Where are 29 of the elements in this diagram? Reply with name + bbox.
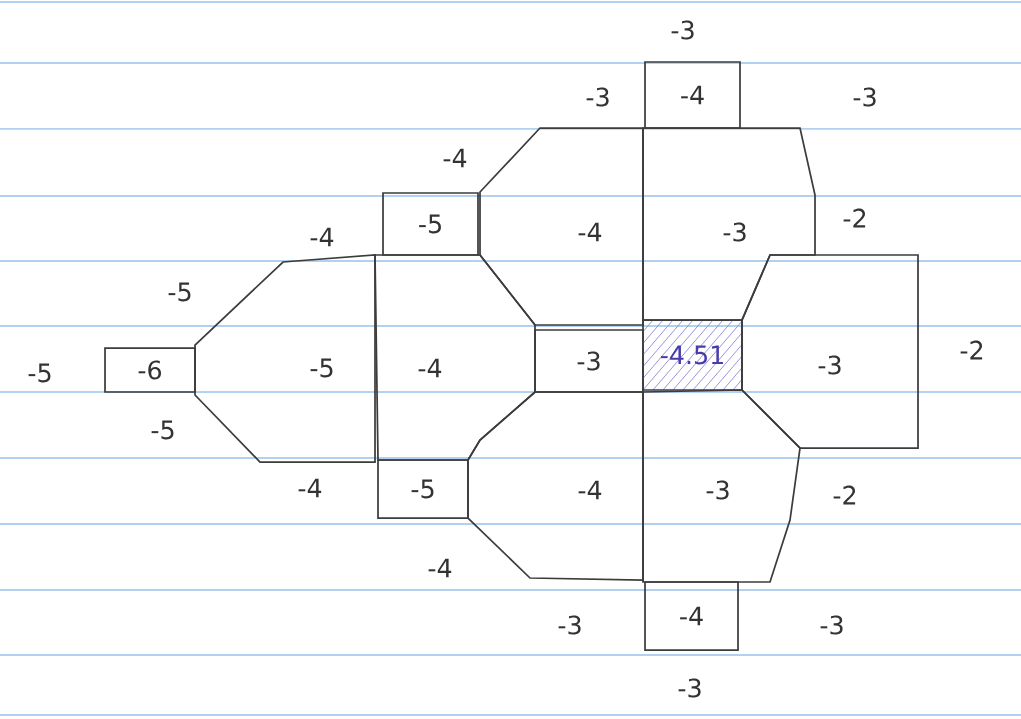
region: -3 (741, 254, 919, 449)
number-label: -4 (443, 148, 467, 168)
number-label: -3 (678, 678, 701, 698)
shaded-box: -4.51 (642, 319, 743, 391)
region: -4 (374, 254, 536, 461)
number-box: -3 (534, 329, 644, 393)
region: -3 (642, 127, 816, 321)
number-box: -5 (377, 459, 469, 519)
number-label: -3 (820, 615, 843, 635)
number-label: -5 (168, 282, 191, 302)
number-label: -3 (558, 615, 581, 635)
region: -3 (642, 389, 801, 583)
number-box: -4 (644, 61, 741, 129)
number-label: -3 (853, 87, 876, 107)
number-label: -4 (310, 227, 334, 247)
number-label: -5 (28, 363, 51, 383)
region: -4 (479, 127, 644, 326)
number-label: -4 (428, 558, 452, 578)
number-label: -4 (298, 478, 322, 498)
number-label: -2 (833, 485, 856, 505)
number-box: -6 (104, 347, 196, 393)
number-box: -4 (644, 581, 739, 651)
number-label: -2 (843, 208, 866, 228)
number-box: -5 (382, 192, 479, 256)
region: -4 (467, 391, 644, 581)
number-label: -5 (151, 420, 174, 440)
region: -5 (194, 254, 376, 463)
number-label: -3 (586, 87, 609, 107)
number-label: -2 (960, 340, 983, 360)
